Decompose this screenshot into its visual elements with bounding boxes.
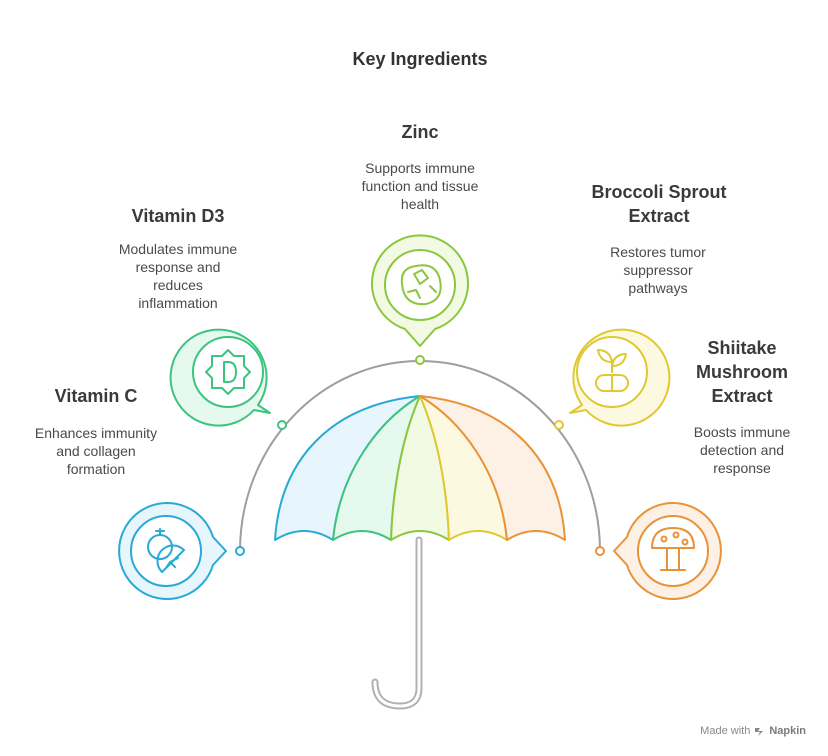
item-desc-zinc: Supports immune function and tissue heal…	[361, 160, 479, 212]
item-title-shiitake: Shiitake Mushroom Extract	[696, 338, 788, 406]
footer-made-with: Made with	[700, 725, 751, 737]
item-desc-broccoli: Restores tumor suppressor pathways	[610, 244, 706, 296]
item-title-broccoli: Broccoli Sprout Extract	[591, 182, 727, 226]
umbrella-handle-inner	[373, 538, 421, 708]
diagram-title: Key Ingredients	[352, 49, 488, 69]
item-desc-shiitake: Boosts immune detection and response	[693, 424, 791, 476]
node-vitamin-c	[118, 502, 245, 600]
mineral-rock-icon	[400, 264, 442, 306]
item-desc-vitamin-d3: Modulates immune response and reduces in…	[118, 241, 238, 311]
napkin-logo-icon	[755, 727, 764, 736]
item-title-vitamin-c: Vitamin C	[54, 386, 138, 406]
sprout-capsule-icon	[595, 349, 629, 392]
napkin-watermark: Made with Napkin	[700, 725, 806, 737]
footer-brand: Napkin	[769, 725, 806, 737]
item-title-vitamin-d3: Vitamin D3	[131, 206, 225, 226]
canopy-panel-5	[419, 395, 566, 541]
node-zinc	[371, 234, 469, 365]
node-vitamin-d3	[169, 328, 287, 430]
node-shiitake	[595, 502, 722, 600]
item-desc-vitamin-c: Enhances immunity and collagen formation	[34, 425, 158, 477]
mushroom-icon	[651, 527, 695, 571]
node-broccoli-sprout	[554, 328, 671, 430]
item-title-zinc: Zinc	[401, 122, 439, 142]
vitamin-d-badge-icon	[205, 349, 251, 395]
umbrella-handle	[371, 536, 423, 710]
umbrella-canopy	[274, 395, 566, 541]
citrus-icon	[147, 528, 185, 573]
